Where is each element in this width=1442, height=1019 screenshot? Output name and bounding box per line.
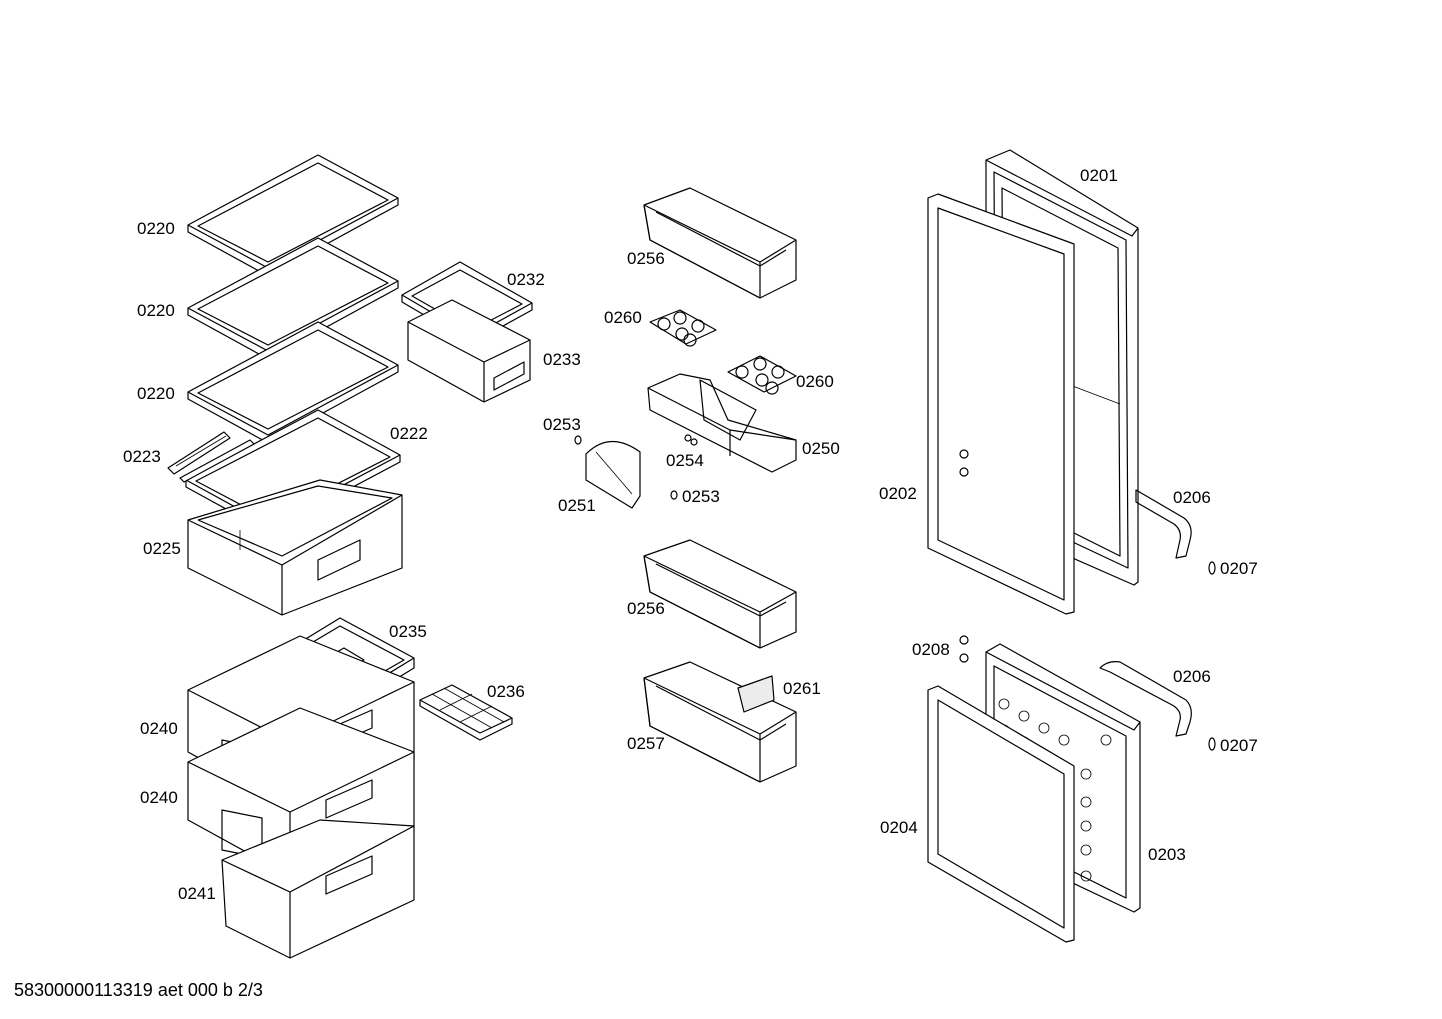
label-0256-upper: 0256: [627, 249, 665, 268]
label-0253-upper: 0253: [543, 415, 581, 434]
hinge-pins-0208-upper: [959, 449, 969, 477]
egg-tray-0260-left: [649, 309, 717, 347]
label-0206-upper: 0206: [1173, 488, 1211, 507]
label-0233: 0233: [543, 350, 581, 369]
label-0240-lower: 0240: [140, 788, 178, 807]
label-0220-top: 0220: [137, 219, 175, 238]
label-0203: 0203: [1148, 845, 1186, 864]
screw-0207-upper: [1208, 561, 1216, 575]
label-0260-left: 0260: [604, 308, 642, 327]
door-handle-0206-upper: [1135, 489, 1192, 559]
door-bin-0257: [643, 661, 797, 783]
label-0208: 0208: [912, 640, 950, 659]
meat-drawer-0233: [407, 299, 531, 403]
drawing-reference-footer: 58300000113319 aet 000 b 2/3: [14, 980, 263, 1000]
label-0220-middle: 0220: [137, 301, 175, 320]
glass-shelf-middle: [187, 237, 399, 360]
label-0256-lower: 0256: [627, 599, 665, 618]
shelf-rail-0223: [167, 431, 255, 483]
label-0260-right: 0260: [796, 372, 834, 391]
ice-cube-tray-0236: [419, 684, 513, 741]
label-0207-lower: 0207: [1220, 736, 1258, 755]
label-0254: 0254: [666, 451, 704, 470]
label-0223: 0223: [123, 447, 161, 466]
door-bin-0256-lower: [643, 539, 797, 649]
pin-0253-upper: [574, 435, 582, 445]
flap-0251: [585, 440, 641, 509]
label-0201: 0201: [1080, 166, 1118, 185]
label-0236: 0236: [487, 682, 525, 701]
label-0204: 0204: [880, 818, 918, 837]
label-0261: 0261: [783, 679, 821, 698]
label-0207-upper: 0207: [1220, 559, 1258, 578]
label-0206-lower: 0206: [1173, 667, 1211, 686]
crisper-drawer-0225: [187, 479, 403, 616]
door-bin-0256-upper: [643, 187, 797, 299]
label-0235: 0235: [389, 622, 427, 641]
pin-0253-lower: [670, 490, 678, 500]
pin-0254: [684, 434, 698, 446]
hinge-pins-0208-lower: [959, 635, 969, 663]
label-0202: 0202: [879, 484, 917, 503]
door-bin-0250: [647, 373, 797, 473]
door-gasket-0202: [927, 193, 1075, 615]
label-0250: 0250: [802, 439, 840, 458]
glass-shelf-top: [187, 154, 399, 277]
freezer-gasket-0204: [927, 685, 1075, 943]
label-0220-lower: 0220: [137, 384, 175, 403]
screw-0207-lower: [1208, 737, 1216, 751]
label-0240-upper: 0240: [140, 719, 178, 738]
divider-0261: [737, 675, 775, 713]
door-handle-0206-lower: [1099, 661, 1192, 737]
egg-tray-0260-right: [727, 355, 797, 395]
label-0251: 0251: [558, 496, 596, 515]
label-0222: 0222: [390, 424, 428, 443]
label-0225: 0225: [143, 539, 181, 558]
label-0253-lower: 0253: [682, 487, 720, 506]
label-0232: 0232: [507, 270, 545, 289]
label-0241: 0241: [178, 884, 216, 903]
freezer-drawer-0241: [221, 819, 415, 959]
label-0257: 0257: [627, 734, 665, 753]
